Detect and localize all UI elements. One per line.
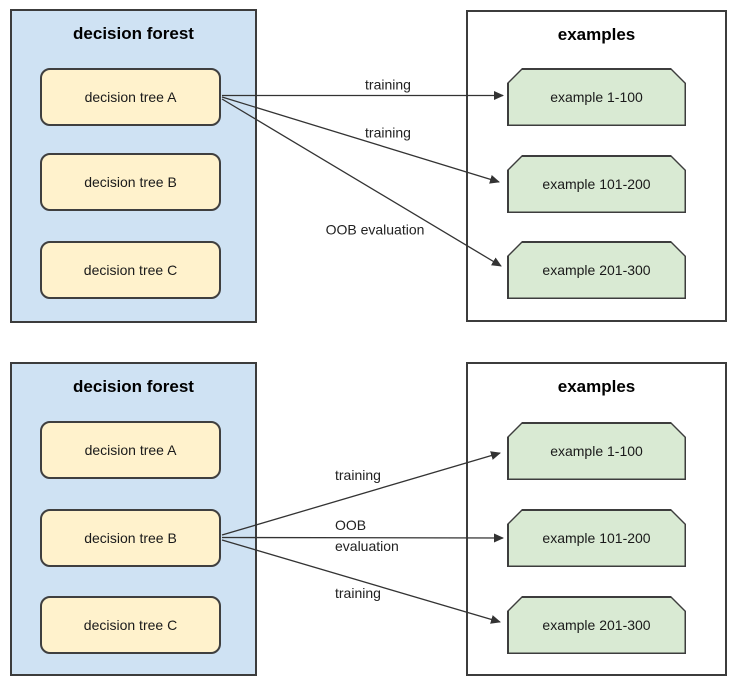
edge-label-training-2-bottom: training (335, 585, 381, 601)
example-node-1-top: example 1-100 (507, 68, 686, 126)
edge-label-training-2-top: training (365, 124, 411, 141)
edge-label-oob-top: OOB evaluation (325, 221, 425, 238)
tree-node-label: decision tree B (84, 174, 177, 190)
tree-node-a-top: decision tree A (40, 68, 221, 126)
arrow-treeA-example3 (221, 98, 502, 267)
example-node-3-bottom: example 201-300 (507, 596, 686, 654)
forest-title: decision forest (73, 24, 194, 43)
example-node-label: example 101-200 (542, 176, 651, 192)
example-node-3-top: example 201-300 (507, 241, 686, 299)
tree-node-label: decision tree B (84, 530, 177, 546)
example-node-label: example 201-300 (542, 262, 651, 278)
example-node-label: example 1-100 (550, 89, 643, 105)
tree-node-label: decision tree A (84, 442, 177, 458)
tree-node-a-bottom: decision tree A (40, 421, 221, 479)
tree-node-b-top: decision tree B (40, 153, 221, 211)
example-node-label: example 101-200 (542, 530, 651, 546)
examples-title: examples (557, 377, 636, 396)
example-node-2-bottom: example 101-200 (507, 509, 686, 567)
tree-node-label: decision tree C (83, 262, 178, 278)
tree-node-b-bottom: decision tree B (40, 509, 221, 567)
tree-node-c-bottom: decision tree C (40, 596, 221, 654)
example-node-1-bottom: example 1-100 (507, 422, 686, 480)
example-node-label: example 201-300 (542, 617, 651, 633)
forest-title: decision forest (73, 377, 194, 396)
example-node-2-top: example 101-200 (507, 155, 686, 213)
tree-node-label: decision tree C (83, 617, 178, 633)
example-node-label: example 1-100 (550, 443, 643, 459)
tree-node-c-top: decision tree C (40, 241, 221, 299)
edge-label-training-1-bottom: training (335, 467, 381, 483)
edge-label-training-1-top: training (365, 76, 411, 93)
examples-title: examples (557, 25, 636, 44)
arrow-treeA-example2 (221, 96, 500, 184)
tree-node-label: decision tree A (84, 89, 177, 105)
edge-label-oob-bottom: OOB evaluation (335, 517, 399, 554)
